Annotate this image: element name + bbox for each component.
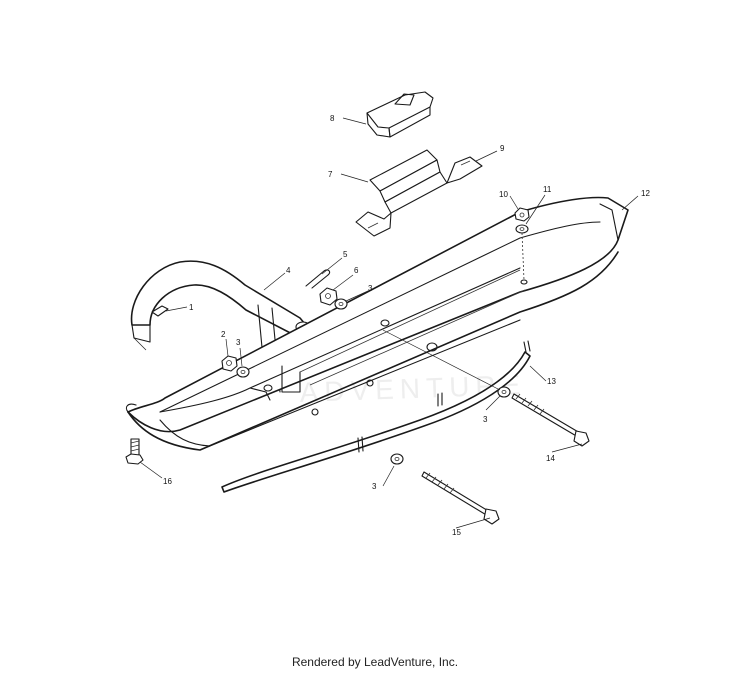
part-11-washer (515, 224, 529, 234)
callout-3c: 3 (483, 415, 488, 424)
part-15-bolt (421, 471, 500, 525)
part-9-saddle (355, 149, 483, 237)
callout-7: 7 (328, 170, 333, 179)
part-16-bolt (125, 438, 144, 465)
callout-8: 8 (330, 114, 335, 123)
callout-12: 12 (641, 189, 650, 198)
part-10-nut (514, 207, 530, 222)
callout-5: 5 (343, 250, 348, 259)
callout-4: 4 (286, 266, 291, 275)
part-5-cotter-pin (305, 269, 331, 289)
callout-1: 1 (189, 303, 194, 312)
callout-10: 10 (499, 190, 508, 199)
part-3-washer-d (390, 453, 404, 465)
part-6-nut (319, 287, 338, 306)
callout-3a: 3 (236, 338, 241, 347)
part-13-wear-bar (221, 340, 531, 493)
callout-3d: 3 (372, 482, 377, 491)
part-8-cushion (366, 91, 434, 138)
callout-11: 11 (543, 185, 552, 194)
callout-labels: 1 2 3 3 3 3 4 5 6 7 8 9 10 11 12 13 14 1… (163, 114, 650, 537)
callout-3b: 3 (368, 284, 373, 293)
part-14-bolt (511, 393, 590, 447)
callout-14: 14 (546, 454, 555, 463)
callout-15: 15 (452, 528, 461, 537)
callout-16: 16 (163, 477, 172, 486)
callout-9: 9 (500, 144, 505, 153)
callout-6: 6 (354, 266, 359, 275)
callout-2: 2 (221, 330, 226, 339)
part-3-washer-a (236, 366, 250, 378)
footer-credit: Rendered by LeadVenture, Inc. (291, 655, 459, 669)
callout-13: 13 (547, 377, 556, 386)
part-1-pin (151, 305, 169, 317)
part-3-washer-b (334, 298, 348, 310)
leader-lines (133, 117, 639, 529)
part-12-ski (125, 196, 629, 451)
part-3-washer-c (497, 386, 511, 398)
